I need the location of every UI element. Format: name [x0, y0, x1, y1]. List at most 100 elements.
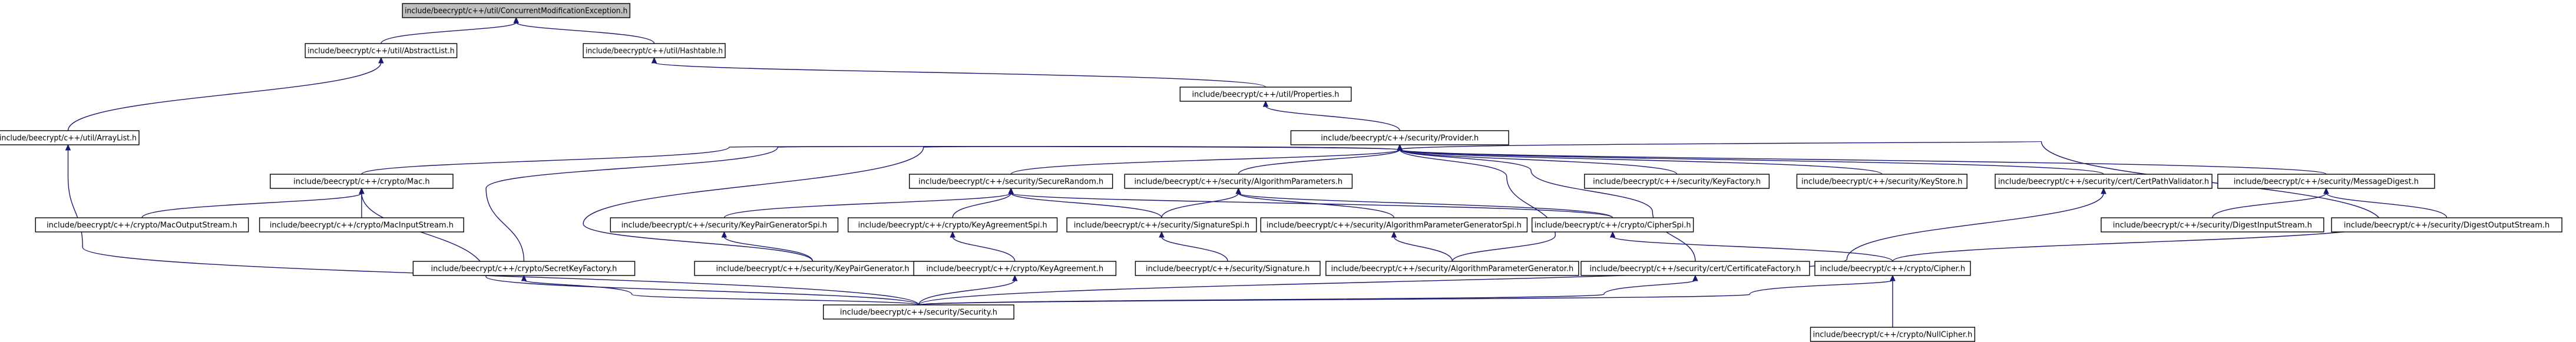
edge-line — [918, 280, 1893, 306]
edge-line — [1010, 192, 1162, 218]
edge-line — [1399, 149, 2104, 175]
arrowhead-icon — [1391, 231, 1397, 238]
node-box — [1995, 174, 2213, 189]
node-label: include/beecrypt/c++/security/KeyPairGen… — [621, 221, 828, 230]
edge-abstractlist-to-cme — [381, 16, 520, 44]
arrowhead-icon — [1008, 187, 1014, 194]
node-keyagreement[interactable]: include/beecrypt/c++/crypto/KeyAgreement… — [913, 261, 1117, 276]
edge-line — [361, 192, 920, 306]
edge-line — [1612, 236, 1893, 262]
edge-line — [67, 62, 382, 131]
arrowhead-icon — [1397, 144, 1403, 151]
node-box — [1260, 217, 1528, 233]
edge-line — [723, 236, 814, 262]
arrowhead-icon — [721, 231, 728, 238]
edge-line — [1399, 141, 2382, 262]
node-label: include/beecrypt/c++/security/Signature.… — [1146, 265, 1310, 274]
node-label: include/beecrypt/c++/util/Properties.h — [1192, 91, 1340, 99]
edge-line — [515, 22, 655, 44]
node-box — [823, 304, 1014, 320]
edge-keypairgen-to-keypairgenspi — [721, 231, 814, 262]
node-macinputstream[interactable]: include/beecrypt/c++/crypto/MacInputStre… — [259, 217, 464, 233]
node-label: include/beecrypt/c++/crypto/Cipher.h — [1820, 265, 1966, 274]
node-label: include/beecrypt/c++/util/ArrayList.h — [0, 134, 137, 143]
node-signature[interactable]: include/beecrypt/c++/security/Signature.… — [1135, 261, 1321, 276]
edge-security-to-secretkeyfactory — [521, 274, 920, 306]
node-messagedigest[interactable]: include/beecrypt/c++/security/MessageDig… — [2217, 174, 2435, 189]
edge-mac-to-provider — [361, 144, 1403, 175]
node-mac[interactable]: include/beecrypt/c++/crypto/Mac.h — [270, 174, 454, 189]
node-box — [694, 261, 931, 276]
node-box — [2217, 174, 2435, 189]
node-secretkeyfactory[interactable]: include/beecrypt/c++/crypto/SecretKeyFac… — [412, 261, 636, 276]
node-properties[interactable]: include/beecrypt/c++/util/Properties.h — [1179, 87, 1352, 102]
node-label: include/beecrypt/c++/security/DigestOutp… — [2344, 221, 2550, 230]
node-cipherspi[interactable]: include/beecrypt/c++/crypto/CipherSpi.h — [1531, 217, 1694, 233]
edge-cipherspi-to-algparams — [1235, 187, 1613, 218]
node-hashtable[interactable]: include/beecrypt/c++/util/Hashtable.h — [583, 43, 726, 58]
node-label: include/beecrypt/c++/crypto/MacInputStre… — [270, 221, 454, 230]
node-label: include/beecrypt/c++/crypto/SecretKeyFac… — [431, 265, 617, 274]
arrowhead-icon — [2101, 187, 2107, 194]
node-security[interactable]: include/beecrypt/c++/security/Security.h — [823, 304, 1014, 320]
node-macoutputstream[interactable]: include/beecrypt/c++/crypto/MacOutputStr… — [35, 217, 249, 233]
node-label: include/beecrypt/c++/crypto/KeyAgreement… — [858, 221, 1047, 230]
node-securerandom[interactable]: include/beecrypt/c++/security/SecureRand… — [909, 174, 1113, 189]
node-keyfactory[interactable]: include/beecrypt/c++/security/KeyFactory… — [1584, 174, 1770, 189]
edge-security-to-arraylist — [65, 144, 920, 306]
node-keypairgen[interactable]: include/beecrypt/c++/security/KeyPairGen… — [694, 261, 931, 276]
node-algparamgen[interactable]: include/beecrypt/c++/security/AlgorithmP… — [1325, 261, 1579, 276]
node-label: include/beecrypt/c++/security/Security.h — [840, 308, 997, 317]
arrowhead-icon — [1235, 187, 1242, 194]
node-keyagreementspi[interactable]: include/beecrypt/c++/crypto/KeyAgreement… — [848, 217, 1058, 233]
node-signaturespi[interactable]: include/beecrypt/c++/security/SignatureS… — [1066, 217, 1257, 233]
edge-line — [2326, 192, 2448, 218]
edge-line — [1238, 192, 1613, 218]
node-box — [1135, 261, 1321, 276]
node-label: include/beecrypt/c++/security/SignatureS… — [1074, 221, 1249, 230]
edge-line — [1010, 192, 1613, 218]
edge-digestinputstream-to-messagedigest — [2212, 187, 2329, 218]
edge-line — [918, 192, 2104, 306]
node-box — [610, 217, 839, 233]
node-label: include/beecrypt/c++/crypto/Mac.h — [293, 178, 430, 187]
node-nullcipher[interactable]: include/beecrypt/c++/crypto/NullCipher.h — [1810, 327, 1976, 342]
arrowhead-icon — [65, 144, 71, 151]
arrowhead-icon — [359, 187, 365, 194]
node-label: include/beecrypt/c++/crypto/MacOutputStr… — [47, 221, 237, 230]
edge-security-to-certpathvalidator — [918, 187, 2107, 306]
node-provider[interactable]: include/beecrypt/c++/security/Provider.h — [1290, 130, 1509, 145]
node-label: include/beecrypt/c++/security/KeyStore.h — [1801, 178, 1963, 187]
edge-line — [1399, 149, 1678, 175]
node-keypairgenspi[interactable]: include/beecrypt/c++/security/KeyPairGen… — [610, 217, 839, 233]
node-label: include/beecrypt/c++/crypto/CipherSpi.h — [1535, 221, 1691, 230]
edge-nullcipher-to-cipher — [1890, 274, 1896, 328]
arrowhead-icon — [1159, 231, 1165, 238]
node-cme[interactable]: include/beecrypt/c++/util/ConcurrentModi… — [402, 3, 631, 18]
arrowhead-icon — [1609, 231, 1616, 238]
node-box — [1066, 217, 1257, 233]
edge-line — [1399, 149, 1696, 262]
node-algparams[interactable]: include/beecrypt/c++/security/AlgorithmP… — [1124, 174, 1353, 189]
node-algparamgenspi[interactable]: include/beecrypt/c++/security/AlgorithmP… — [1260, 217, 1528, 233]
node-certpathvalidator[interactable]: include/beecrypt/c++/security/cert/CertP… — [1995, 174, 2213, 189]
edge-line — [2212, 192, 2327, 218]
node-certfactory[interactable]: include/beecrypt/c++/security/cert/Certi… — [1580, 261, 1810, 276]
edge-line — [523, 280, 920, 306]
arrowhead-icon — [521, 274, 527, 281]
node-box — [270, 174, 454, 189]
edge-line — [1010, 149, 1400, 175]
node-keystore[interactable]: include/beecrypt/c++/security/KeyStore.h — [1796, 174, 1967, 189]
node-digestoutputstream[interactable]: include/beecrypt/c++/security/DigestOutp… — [2331, 217, 2562, 233]
node-label: include/beecrypt/c++/security/cert/Certi… — [1590, 265, 1801, 274]
node-digestinputstream[interactable]: include/beecrypt/c++/security/DigestInpu… — [2101, 217, 2324, 233]
node-box — [305, 43, 458, 58]
node-box — [1796, 174, 1967, 189]
node-cipher[interactable]: include/beecrypt/c++/crypto/Cipher.h — [1814, 261, 1971, 276]
edge-signaturespi-to-securerandom — [1008, 187, 1162, 218]
edge-line — [1238, 192, 1395, 218]
node-arraylist[interactable]: include/beecrypt/c++/util/ArrayList.h — [0, 130, 140, 145]
node-box — [259, 217, 464, 233]
node-abstractlist[interactable]: include/beecrypt/c++/util/AbstractList.h — [305, 43, 458, 58]
edge-hashtable-to-cme — [513, 16, 655, 44]
